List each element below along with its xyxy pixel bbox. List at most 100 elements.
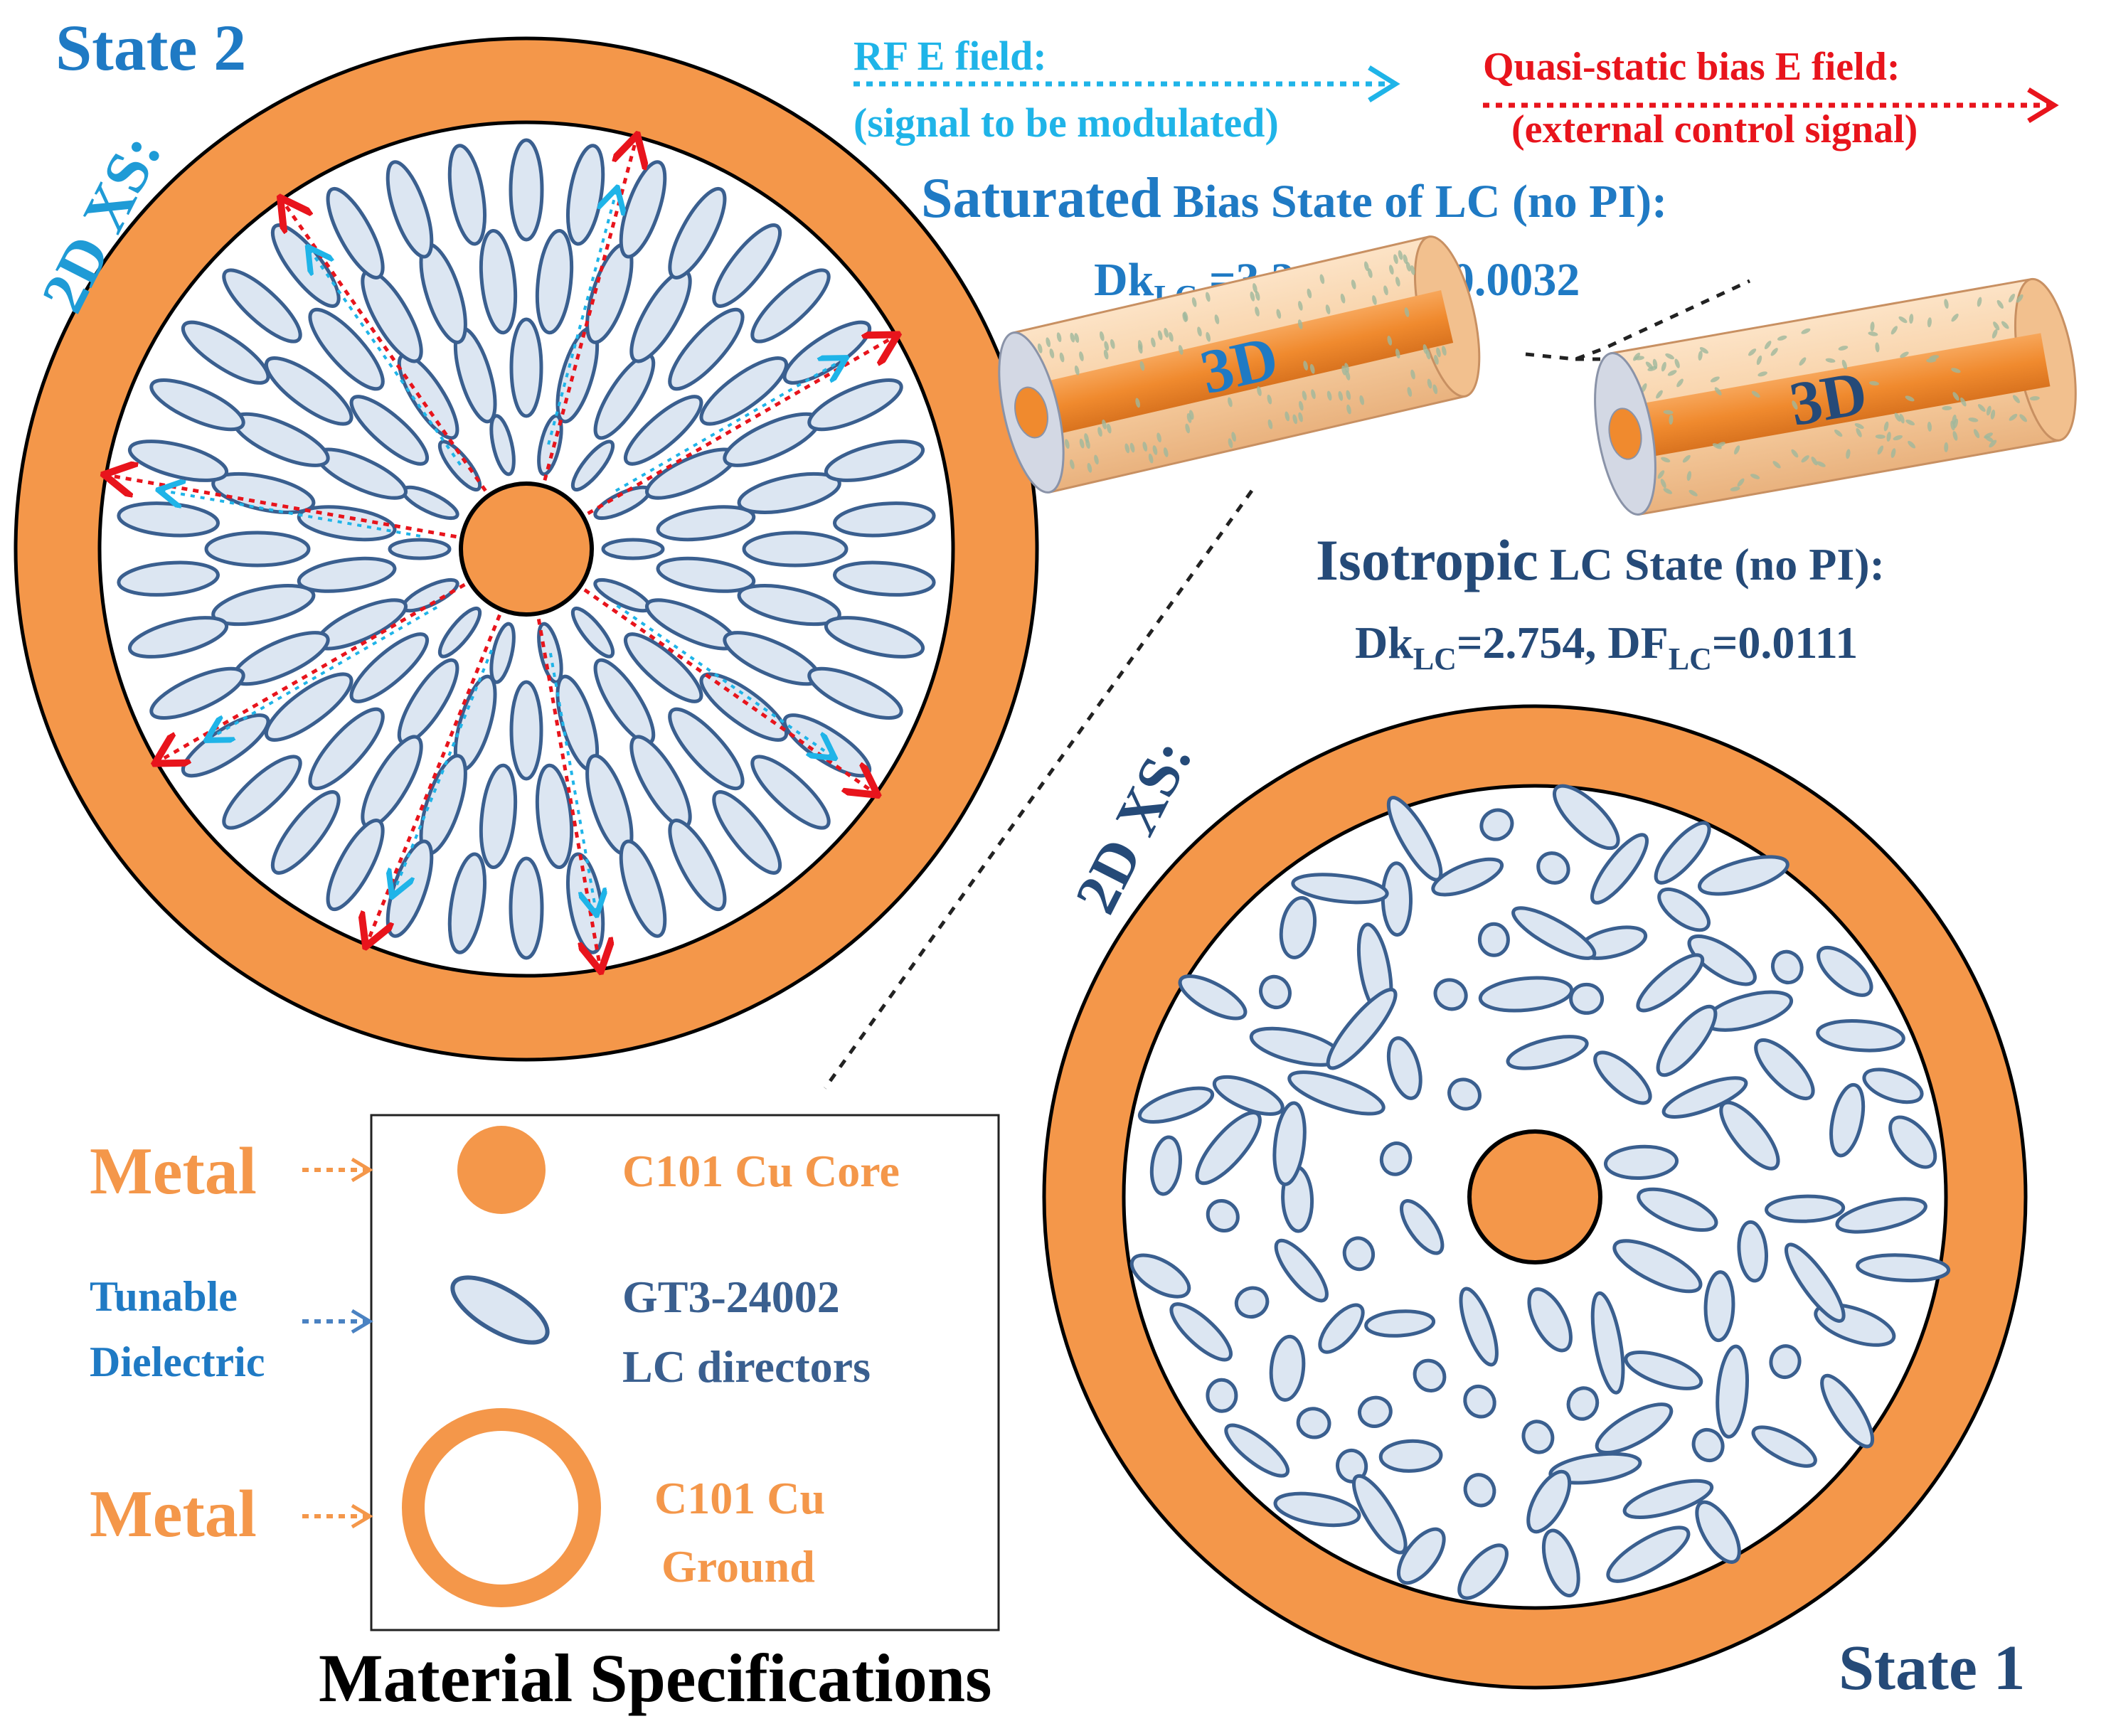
tube-lc-mark [1688,489,1698,496]
lc-director [1178,974,1248,1021]
tube-lc-mark [1257,386,1262,396]
tube-lc-mark [1255,307,1260,316]
lc-director [1279,895,1317,959]
tube-lc-mark [1772,461,1781,469]
tube-lc-mark [1986,405,1991,416]
tube-lc-mark [1395,277,1400,287]
lc-director [699,356,789,426]
ground-label-line2: Ground [661,1541,815,1592]
lc-director [1352,1474,1408,1555]
tube-lc-mark [1046,337,1051,348]
tube-lc-mark [1870,321,1875,332]
lc-director [127,440,229,482]
tube-lc-mark [1403,254,1408,265]
tube-lc-mark [1338,390,1344,401]
tube-lc-mark [1056,332,1062,343]
lc-director [1413,1358,1447,1392]
connector-dashed-upper [1525,279,1751,361]
tube-lc-mark [1205,292,1211,302]
lc-director [1296,1407,1331,1439]
lc-director [1378,1439,1443,1473]
tube-lc-mark [1908,440,1916,449]
lc-director [1342,1236,1376,1272]
tube-lc-mark [2019,414,2027,422]
tube-lc-mark [1900,351,1909,358]
tube-lc-mark [1989,440,1997,448]
lc-director [1541,1528,1580,1598]
lc-director [1737,1220,1768,1283]
metal-core-arrowhead [351,1157,373,1183]
lc-director [1590,833,1649,905]
tube-lc-mark [1398,250,1403,260]
tube-lc-mark [1890,326,1898,335]
tube-lc-mark [1799,357,1807,366]
tube-lc-mark [1393,254,1398,265]
lc-director [1548,1452,1642,1485]
core-swatch [457,1126,546,1214]
isotropic-dk-prefix: Dk [1355,617,1413,668]
metal-label-ground: Metal [90,1477,257,1551]
tube-lc-mark [1372,295,1377,305]
tunable-label-line2: Dielectric [90,1338,265,1385]
tube-lc-mark [1137,340,1143,350]
lc-director [737,472,841,514]
state1-lc-directors [1129,784,1951,1600]
lc-director [270,790,341,875]
isotropic-values: DkLC=2.754, DFLC=0.0111 [1355,617,1858,676]
lc-director [1769,1344,1802,1380]
lc-director [1259,974,1292,1009]
tube-lc-mark [1070,459,1075,469]
state1-core [1467,1129,1602,1264]
lc-director [668,707,745,791]
tube-lc-mark [1427,378,1432,389]
tube-lc-mark [1929,355,1940,360]
tube-lc-mark [1319,274,1325,284]
tube-lc-mark [1124,443,1130,454]
lc-director [489,622,516,684]
tube-lc-mark [1346,404,1351,415]
lc-director [117,560,220,597]
bias-field-line [107,475,457,539]
lc-director [1697,855,1789,896]
tube-lc-mark [1169,331,1174,342]
lc-director [623,632,703,703]
lc-director [1770,949,1804,985]
isotropic-dk-sub: LC [1413,641,1457,676]
tunable-label-line1: Tunable [90,1273,238,1320]
lc-director [349,395,430,466]
bias-field-legend: Quasi-static bias E field: (external con… [1483,45,2059,151]
tube-lc-mark [1383,285,1388,296]
tube-lc-mark [1893,435,1903,441]
lc-director [149,378,245,432]
tube-lc-mark [1748,348,1757,356]
saturated-heading: Saturated Bias State of LC (no PI): [921,167,1667,230]
lc-director [326,819,385,912]
tube-lc-mark [1188,410,1194,420]
tube-lc-mark [1875,342,1880,353]
tube-lc-mark [1660,479,1666,489]
saturated-dk-prefix: Dk [1094,254,1154,306]
tube-lc-mark [1231,432,1236,442]
tube-lc-mark [1960,397,1967,407]
tube-lc-mark [1164,328,1169,338]
saturated-tube-lc-pattern [1037,250,1447,473]
lc-director [437,606,482,659]
tube-lc-mark [1869,380,1879,386]
tube-lc-mark [1404,307,1410,317]
tube-lc-mark [1303,361,1308,371]
lc-director [1273,1491,1361,1528]
lc-director [1527,1287,1573,1353]
lc-director [297,505,397,542]
tube-lc-mark [1074,365,1080,376]
lc-director [1206,1199,1240,1232]
lc-director [1506,1035,1589,1070]
tube-lc-mark [1944,299,1949,309]
rf-field-legend: RF E field: (signal to be modulated) [853,33,1400,146]
lc-director [1386,796,1443,882]
tube-lc-mark [1156,432,1161,443]
lc-director [1817,945,1873,997]
lc-director [1137,1086,1215,1124]
tube-lc-mark [1801,455,1809,463]
tube-lc-mark [1825,358,1836,363]
lc-director [181,320,270,385]
